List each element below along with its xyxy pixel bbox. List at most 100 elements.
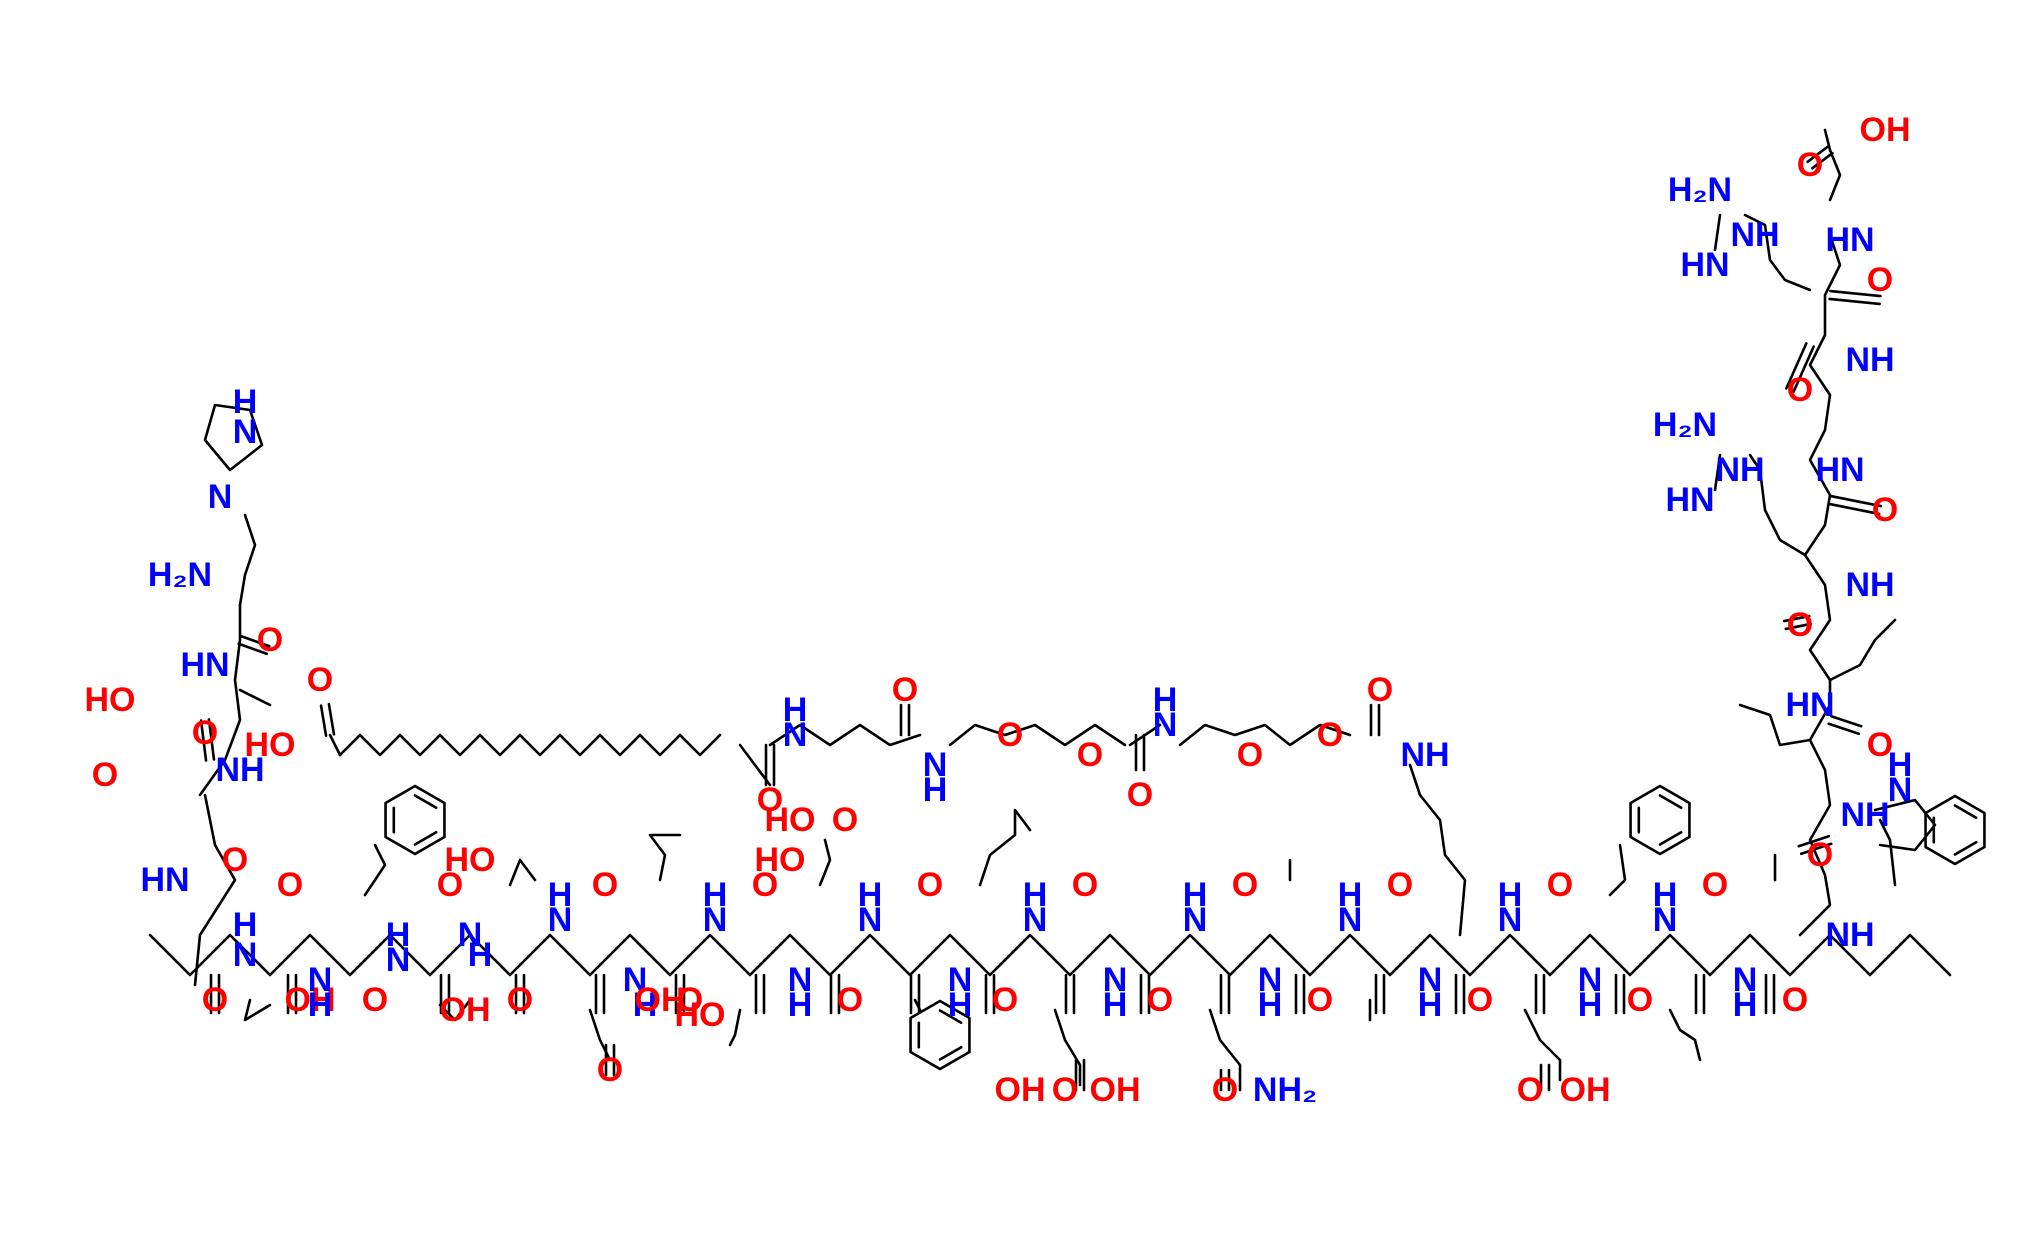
glu1-nh: NH xyxy=(215,751,264,789)
gly-terminal xyxy=(1823,128,1842,202)
phe-ring-2-double xyxy=(1658,794,1683,810)
lys-n: N xyxy=(1418,961,1443,999)
glu3-side xyxy=(1523,1008,1562,1082)
thr1-oh: OH xyxy=(285,981,336,1019)
lys-epsilon-nh: NH xyxy=(1400,736,1449,774)
phe-ring-2 xyxy=(1629,784,1691,856)
peg1-n: N xyxy=(923,746,948,784)
guan1-nh2: H₂N xyxy=(1668,171,1732,209)
ala3-h: H xyxy=(1733,986,1758,1024)
ala2-h: H xyxy=(1338,876,1363,914)
ser3-h: H xyxy=(788,986,813,1024)
guan2-nh: NH xyxy=(1715,451,1764,489)
terminal-oh: OH xyxy=(1860,111,1911,149)
lipid-acid-oh: HO xyxy=(245,726,296,764)
indole-benzene-double xyxy=(1953,804,1978,820)
leu-n: N xyxy=(948,961,973,999)
val2-carbonyl-o: O xyxy=(1787,606,1813,644)
asp-h: H xyxy=(548,876,573,914)
ala2-carbonyl-o: O xyxy=(1387,866,1413,904)
arg2-carbonyl-o: O xyxy=(1872,491,1898,529)
arg1-carbonyl xyxy=(1829,289,1882,298)
phe2-link xyxy=(1608,843,1627,897)
imidazole-ring xyxy=(203,403,264,472)
tyr-link xyxy=(913,998,922,1012)
leu-side xyxy=(978,808,1032,887)
val-h: H xyxy=(633,986,658,1024)
peg2-h: H xyxy=(1153,681,1178,719)
gly4-carbonyl-o: O xyxy=(1797,146,1823,184)
tyr-ring-double xyxy=(938,1009,963,1025)
glu2-n: N xyxy=(1023,901,1048,939)
gly2-h: H xyxy=(1103,986,1128,1024)
aib-carbonyl xyxy=(199,719,208,762)
ser2-n: N xyxy=(703,901,728,939)
thr2-oh: OH xyxy=(440,991,491,1029)
ser3-n: N xyxy=(788,961,813,999)
thr2-n: N xyxy=(386,941,411,979)
peg1-carbonyl-o: O xyxy=(1127,776,1153,814)
glu3-n: N xyxy=(1498,901,1523,939)
thr1-h: H xyxy=(233,906,258,944)
guanidine-2 xyxy=(1713,453,1722,492)
val2-side xyxy=(1828,618,1897,682)
phe1-carbonyl-o: O xyxy=(362,981,388,1019)
leu2-side xyxy=(1738,703,1812,747)
leu2-carbonyl-o: O xyxy=(1867,726,1893,764)
ser3-side xyxy=(818,838,832,887)
phe-ring-1-double xyxy=(413,794,438,810)
asp-acid-oh: OH xyxy=(635,981,686,1019)
gly-carbonyl xyxy=(1792,345,1815,393)
peptide-backbone xyxy=(148,933,1952,977)
ser1-h: H xyxy=(468,936,493,974)
his-ring-n1: N xyxy=(233,413,258,451)
lys-h: H xyxy=(1418,986,1443,1024)
indole-benzene-double xyxy=(1953,840,1978,856)
leu-carbonyl-o: O xyxy=(992,981,1018,1019)
phe2-n: N xyxy=(1578,961,1603,999)
gly1-carbonyl-o: O xyxy=(202,981,228,1019)
gln-h: H xyxy=(1183,876,1208,914)
acid-bond xyxy=(328,733,342,757)
asp-acid-o: O xyxy=(597,1051,623,1089)
thr1-carbonyl-o: O xyxy=(277,866,303,904)
arg1-carbonyl-o: O xyxy=(1867,261,1893,299)
glu-linker-oh: HO xyxy=(765,801,816,839)
fatty-acid-chain xyxy=(338,733,722,757)
acyl-o: O xyxy=(757,781,783,819)
gln-n: N xyxy=(1183,901,1208,939)
trp-carbonyl xyxy=(1797,834,1831,848)
gln-carbonyl-o: O xyxy=(1232,866,1258,904)
glu1-carbonyl-o: O xyxy=(222,841,248,879)
arg1-nh: NH xyxy=(1845,341,1894,379)
phe1-n: N xyxy=(308,961,333,999)
glu2-acid-o: O xyxy=(1052,1071,1078,1109)
phe1-h: H xyxy=(308,986,333,1024)
tyr-h: H xyxy=(858,876,883,914)
lipid-acid-o: O xyxy=(307,661,333,699)
tyr-carbonyl-o: O xyxy=(917,866,943,904)
phe-ring-2-double xyxy=(1658,830,1683,846)
phe-ring-1-double xyxy=(413,830,438,846)
arg1-carbonyl xyxy=(1828,297,1881,306)
peg2-carbonyl-o: O xyxy=(1367,671,1393,709)
gly-terminal-carbonyl xyxy=(1811,151,1834,170)
glu2-h: H xyxy=(1023,876,1048,914)
gly2-carbonyl-o: O xyxy=(1147,981,1173,1019)
peg-link xyxy=(1128,723,1162,747)
glu1-acid-o: O xyxy=(92,756,118,794)
val-carbonyl xyxy=(1782,614,1811,623)
gly2-n: N xyxy=(1103,961,1128,999)
tyr-ring-double xyxy=(938,1045,963,1061)
ser2-carbonyl-o: O xyxy=(752,866,778,904)
glu3-h: H xyxy=(1498,876,1523,914)
val-side xyxy=(648,833,682,882)
gly3-carbonyl-o: O xyxy=(1787,371,1813,409)
guan1-nh: NH xyxy=(1730,216,1779,254)
glu2-acid-oh: OH xyxy=(1090,1071,1141,1109)
peg2-n: N xyxy=(1153,706,1178,744)
trp-carbonyl xyxy=(1799,842,1833,856)
guan2-nh2: H₂N xyxy=(1653,406,1717,444)
thr2-carbonyl-o: O xyxy=(437,866,463,904)
ala1-n: N xyxy=(1258,961,1283,999)
